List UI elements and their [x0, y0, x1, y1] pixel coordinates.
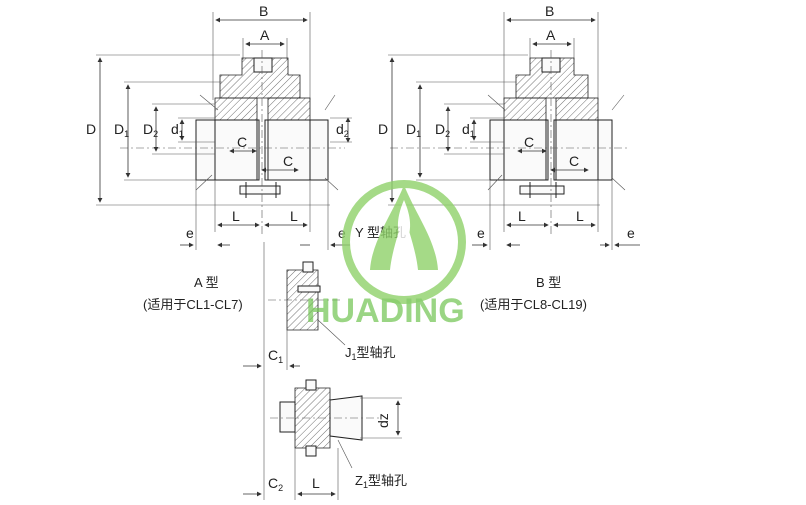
- logo-leaf-icon: [370, 185, 438, 270]
- z1-hole-detail: dz C2 L Z1型轴孔: [243, 379, 407, 500]
- type-a-drawing: B A D D1: [86, 3, 352, 250]
- j1-hole-detail: C1 J1型轴孔: [243, 242, 396, 500]
- dim-c2: C2: [268, 475, 283, 493]
- dim-b-right: B: [545, 3, 554, 19]
- dim-l-right-a: L: [290, 208, 298, 224]
- dim-d1-right: D1: [406, 121, 421, 139]
- dim-l-left-b: L: [518, 208, 526, 224]
- j1-hole-label: J1型轴孔: [345, 345, 396, 362]
- dim-e-right-b: e: [627, 225, 635, 241]
- dim-d1small-left: d1: [171, 121, 184, 139]
- dim-e-left-b: e: [477, 225, 485, 241]
- dim-d-left: D: [86, 121, 96, 137]
- huading-logo: HUADING: [306, 180, 466, 330]
- dim-d1-left: D1: [114, 121, 129, 139]
- dim-b-left: B: [259, 3, 268, 19]
- dim-l-left-a: L: [232, 208, 240, 224]
- dim-l-bottom: L: [312, 475, 320, 491]
- dim-d-right: D: [378, 121, 388, 137]
- dim-d2-right: D2: [435, 121, 450, 139]
- type-b-drawing: B A D D1 D2 d1: [378, 3, 640, 250]
- dim-d2small-left: d2: [336, 121, 349, 139]
- dim-e-right-a: e: [338, 225, 346, 241]
- brand-watermark: HUADING: [306, 292, 465, 330]
- dim-c1: C1: [268, 347, 283, 365]
- dim-l-right-b: L: [576, 208, 584, 224]
- z1-hole-label: Z1型轴孔: [355, 473, 407, 490]
- dim-d1small-right: d1: [462, 121, 475, 139]
- caption-b-sub: (适用于CL8-CL19): [480, 297, 587, 312]
- logo-ring-icon: [342, 180, 466, 304]
- caption-b-title: B 型: [536, 275, 561, 290]
- dim-a-left: A: [260, 27, 270, 43]
- dim-c-mid-right: C: [569, 153, 579, 169]
- dim-e-left-a: e: [186, 225, 194, 241]
- dim-d2-left: D2: [143, 121, 158, 139]
- caption-a-sub: (适用于CL1-CL7): [143, 297, 243, 312]
- dim-c-mid-left: C: [283, 153, 293, 169]
- dim-c-top-left: C: [237, 134, 247, 150]
- dim-a-right: A: [546, 27, 556, 43]
- dim-c-top-right: C: [524, 134, 534, 150]
- dim-dz: dz: [375, 413, 391, 428]
- caption-a-title: A 型: [194, 275, 219, 290]
